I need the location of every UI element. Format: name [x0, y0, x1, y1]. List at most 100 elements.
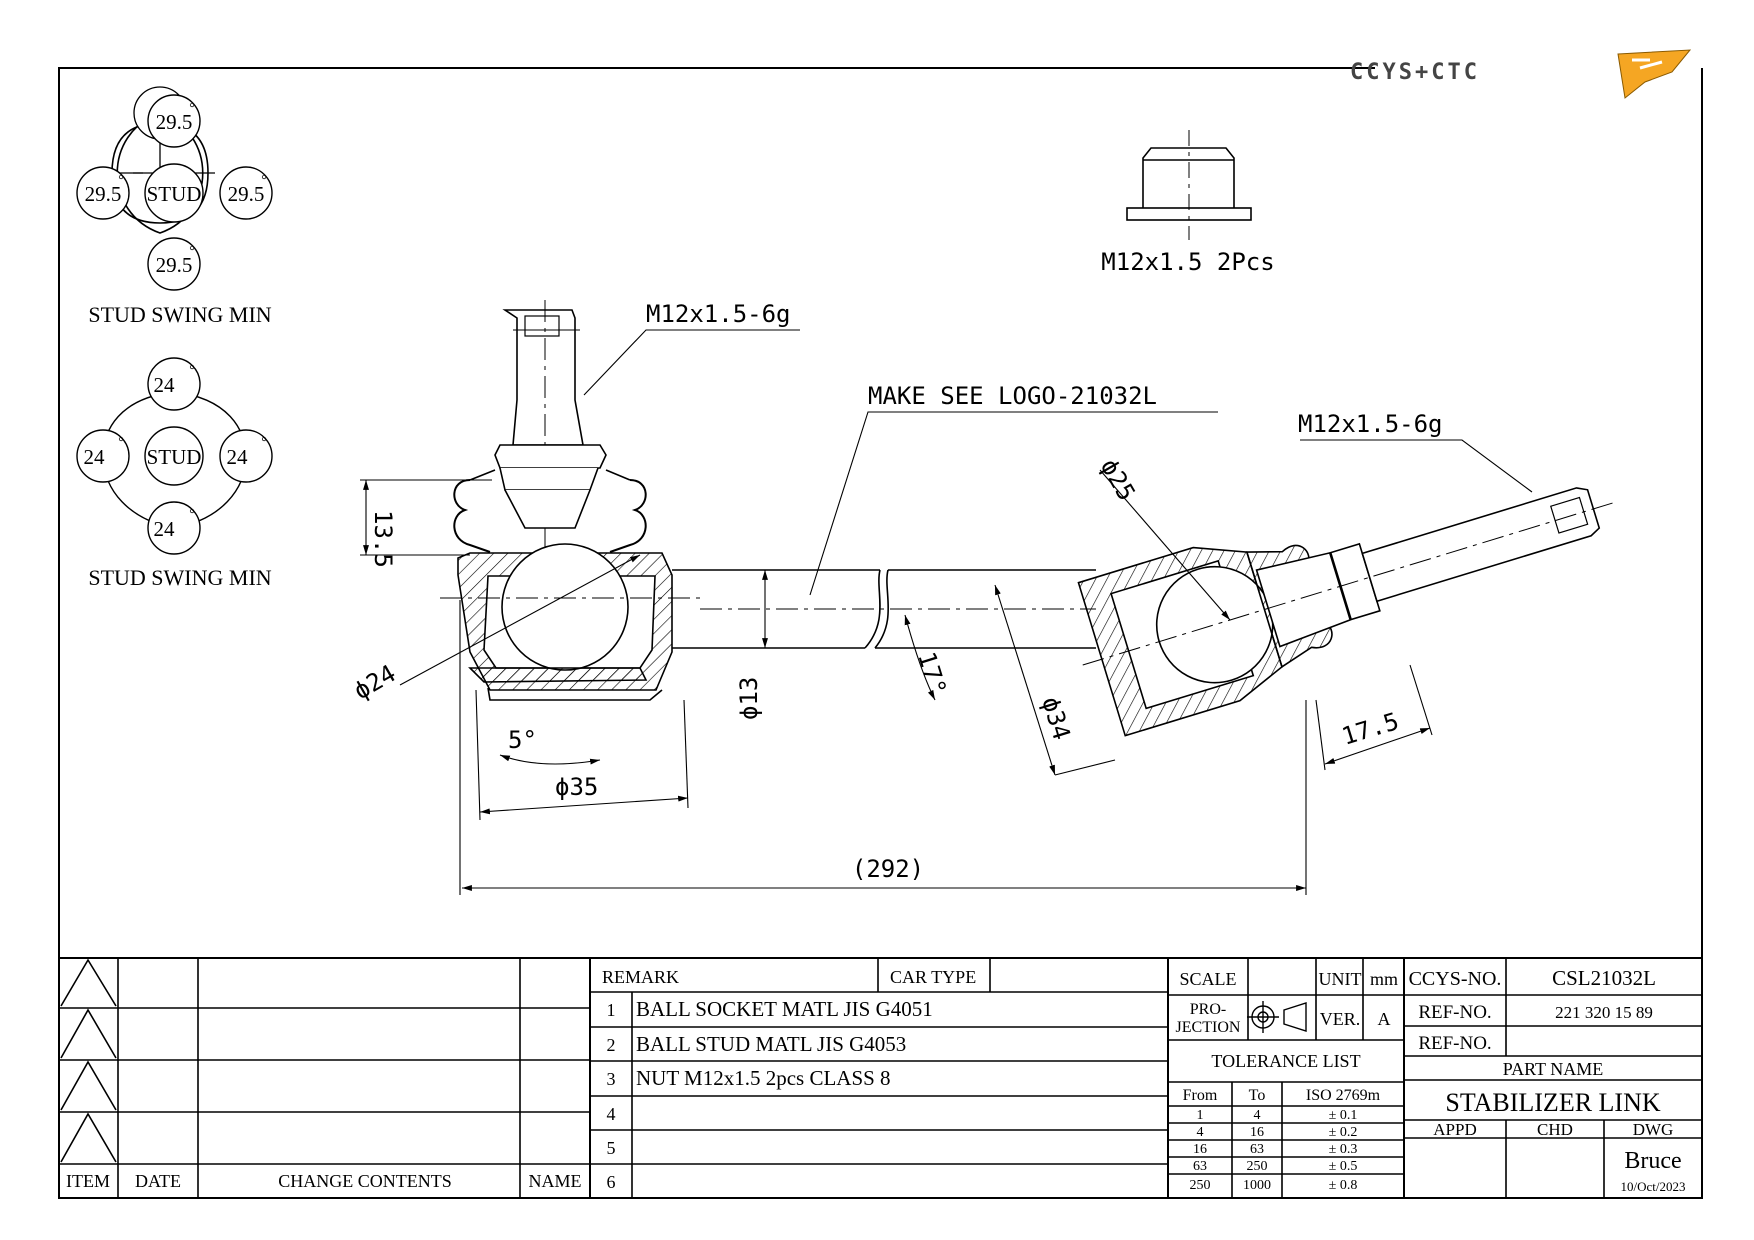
nut-view: [1126, 130, 1252, 240]
tol-value: ± 0.3: [1329, 1142, 1358, 1157]
tol-value: ± 0.2: [1329, 1125, 1358, 1140]
tol-head-from: From: [1183, 1087, 1218, 1104]
remark-no-4: 4: [607, 1104, 616, 1124]
tol-from: 4: [1197, 1125, 1204, 1140]
tol-from: 1: [1197, 1108, 1204, 1123]
ver-label: VER.: [1320, 1009, 1361, 1029]
remark-header: REMARK: [602, 967, 679, 987]
projection-symbol-icon: [1247, 1001, 1307, 1033]
rev-header-date: DATE: [135, 1171, 181, 1191]
dwg-label: DWG: [1633, 1120, 1674, 1139]
rev-header-name: NAME: [529, 1171, 582, 1191]
swing-caption-top: STUD SWING MIN: [88, 302, 271, 327]
left-ball-joint: [440, 300, 700, 701]
dim-292: (292): [852, 855, 924, 883]
remark-no-1: 1: [607, 1000, 616, 1020]
ccys-no-label: CCYS-NO.: [1409, 968, 1502, 990]
ccys-no-value: CSL21032L: [1552, 966, 1656, 990]
drawing-frame: [58, 67, 1703, 1199]
logo-note-label: MAKE SEE LOGO-21032L: [868, 382, 1157, 410]
tol-from: 16: [1193, 1142, 1207, 1157]
dim-5deg: 5°: [508, 726, 537, 754]
remark-no-6: 6: [607, 1172, 616, 1192]
ref-no-label-2: REF-NO.: [1418, 1033, 1491, 1054]
tolerance-title: TOLERANCE LIST: [1211, 1051, 1360, 1071]
svg-text:29.5: 29.5: [85, 182, 122, 206]
tol-head-iso: ISO 2769m: [1306, 1087, 1381, 1104]
svg-text:°: °: [189, 507, 195, 522]
svg-text:°: °: [261, 173, 267, 188]
swing-circles-top: [76, 94, 273, 291]
dim-17-5: 17.5: [1339, 707, 1402, 751]
unit-value: mm: [1370, 969, 1398, 989]
tol-value: ± 0.8: [1329, 1178, 1358, 1193]
title-block-lines: [59, 957, 1702, 1198]
remark-no-3: 3: [607, 1069, 616, 1089]
svg-text:24: 24: [84, 445, 106, 469]
tol-to: 1000: [1243, 1178, 1271, 1193]
thread-right-label: M12x1.5-6g: [1298, 410, 1443, 438]
part-name-value: STABILIZER LINK: [1445, 1088, 1660, 1117]
dim-phi35: ϕ35: [555, 773, 598, 801]
svg-text:24: 24: [154, 373, 176, 397]
car-type-label: CAR TYPE: [890, 967, 976, 987]
svg-text:°: °: [189, 244, 195, 259]
dim-13-5: 13.5: [369, 510, 397, 568]
nut-label: M12x1.5 2Pcs: [1101, 248, 1274, 276]
drawn-by: Bruce: [1624, 1148, 1681, 1174]
ref-no-value-1: 221 320 15 89: [1555, 1003, 1653, 1022]
revision-triangles: [60, 958, 117, 1163]
chd-label: CHD: [1537, 1120, 1573, 1139]
rev-header-item: ITEM: [66, 1171, 110, 1191]
svg-text:CCYS+CTC: CCYS+CTC: [1350, 60, 1480, 85]
dim-phi24: ϕ24: [349, 659, 401, 705]
svg-text:°: °: [118, 173, 124, 188]
remark-text-3: NUT M12x1.5 2pcs CLASS 8: [636, 1066, 891, 1090]
right-ball-joint: [1077, 487, 1613, 737]
remark-text-2: BALL STUD MATL JIS G4053: [636, 1032, 906, 1056]
tol-to: 63: [1250, 1142, 1264, 1157]
ver-value: A: [1378, 1009, 1391, 1029]
rev-header-change: CHANGE CONTENTS: [278, 1171, 452, 1191]
tol-to: 250: [1247, 1159, 1268, 1174]
appd-label: APPD: [1433, 1120, 1476, 1139]
company-logo: CCYS+CTC: [1350, 49, 1692, 99]
drawing-date: 10/Oct/2023: [1621, 1179, 1686, 1194]
tol-to: 4: [1254, 1108, 1261, 1123]
projection-label-1: PRO-: [1190, 1001, 1226, 1018]
swing-labels-top: 29.5 29.5 STUD 29.5 29.5 ° ° ° ° STUD SW…: [85, 101, 272, 327]
dimension-labels: M12x1.5-6g MAKE SEE LOGO-21032L M12x1.5-…: [349, 300, 1443, 883]
link-shaft: [672, 569, 1096, 649]
tol-value: ± 0.5: [1329, 1159, 1358, 1174]
projection-label-2: JECTION: [1176, 1019, 1241, 1036]
tol-from: 250: [1190, 1178, 1211, 1193]
swing-caption-bottom: STUD SWING MIN: [88, 565, 271, 590]
remark-text-1: BALL SOCKET MATL JIS G4051: [636, 997, 933, 1021]
tol-value: ± 0.1: [1329, 1108, 1358, 1123]
swing-circles-bottom: [76, 357, 273, 555]
dim-phi25: ϕ25: [1095, 454, 1141, 506]
swing-labels-bottom: 24 24 STUD 24 24 ° ° ° ° STUD SWING MIN: [84, 363, 272, 590]
logo-mark-icon: [1617, 49, 1692, 99]
svg-text:STUD: STUD: [147, 445, 202, 469]
part-name-label: PART NAME: [1503, 1059, 1603, 1079]
svg-text:STUD: STUD: [147, 182, 202, 206]
svg-text:°: °: [189, 363, 195, 378]
tol-head-to: To: [1249, 1087, 1266, 1104]
ref-no-label-1: REF-NO.: [1418, 1002, 1491, 1023]
thread-left-label: M12x1.5-6g: [646, 300, 791, 328]
svg-text:29.5: 29.5: [156, 253, 193, 277]
tol-to: 16: [1250, 1125, 1264, 1140]
svg-text:29.5: 29.5: [228, 182, 265, 206]
dim-17deg: 17°: [912, 649, 951, 699]
unit-label: UNIT: [1319, 969, 1362, 989]
svg-text:29.5: 29.5: [156, 110, 193, 134]
tol-from: 63: [1193, 1159, 1207, 1174]
remark-no-2: 2: [607, 1035, 616, 1055]
dim-phi13: ϕ13: [735, 677, 763, 720]
svg-text:°: °: [189, 101, 195, 116]
scale-label: SCALE: [1179, 969, 1236, 989]
dimension-lines: [360, 329, 1533, 895]
remark-no-5: 5: [607, 1138, 616, 1158]
